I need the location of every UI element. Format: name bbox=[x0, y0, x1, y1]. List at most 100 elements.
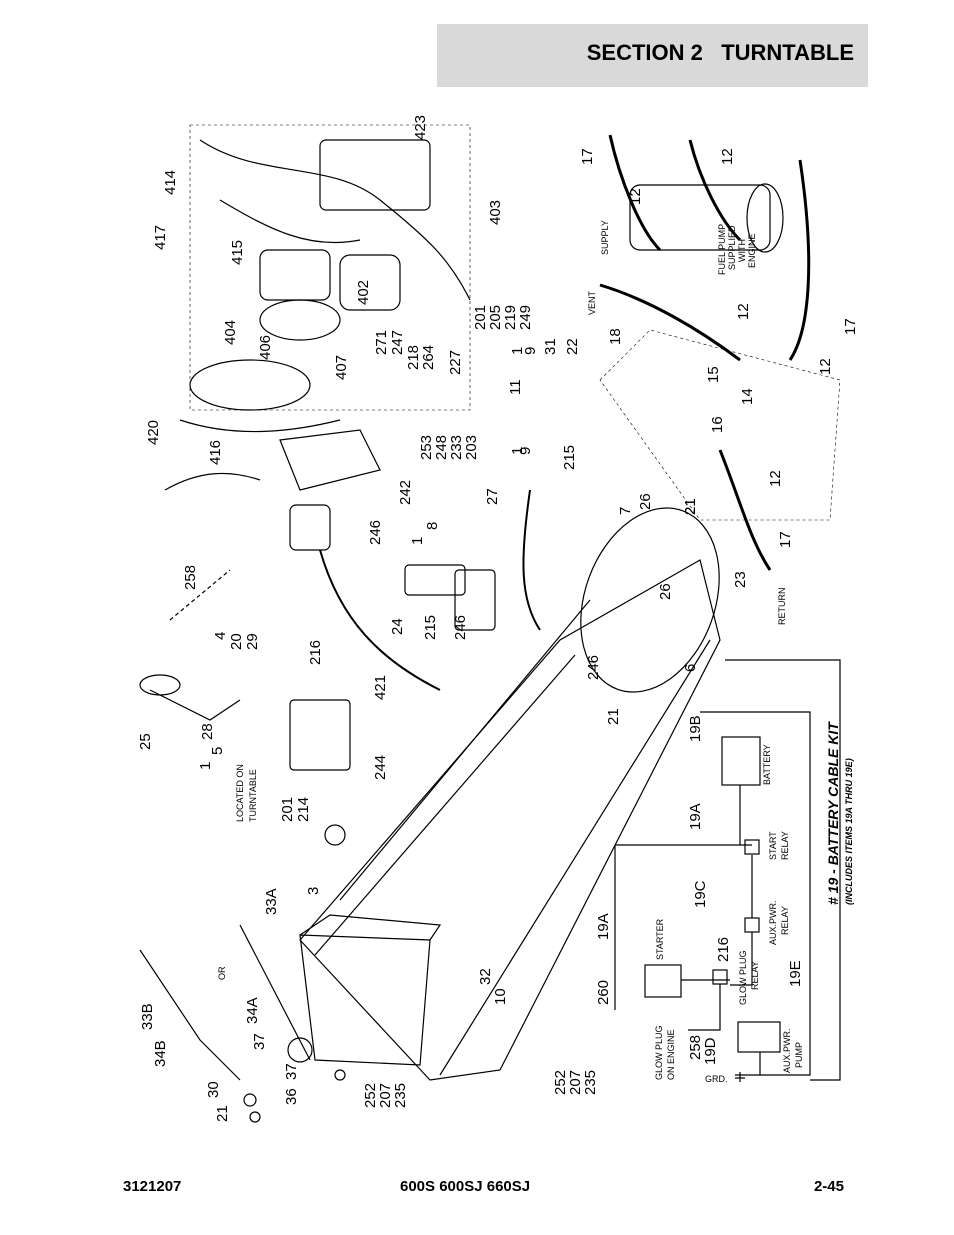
annotation-label: ON ENGINE bbox=[666, 1029, 676, 1080]
callout-label: 19A bbox=[687, 803, 704, 830]
callout-label: 12 bbox=[817, 358, 834, 375]
callout-label: 20 bbox=[228, 633, 245, 650]
callout-label: 11 bbox=[507, 379, 524, 395]
annotation-label: AUX.PWR. bbox=[768, 900, 778, 945]
annotation-label: SUPPLY bbox=[600, 220, 610, 255]
callout-label: 33A bbox=[263, 888, 280, 915]
callout-label: 1 bbox=[509, 347, 526, 355]
callout-label: 219 bbox=[502, 305, 519, 330]
callout-label: 21 bbox=[682, 498, 699, 515]
annotation-label: STARTER bbox=[655, 918, 665, 960]
callout-label: 415 bbox=[229, 240, 246, 265]
callout-label: 253 bbox=[418, 435, 435, 460]
callout-label: 258 bbox=[687, 1035, 704, 1060]
callout-label: 205 bbox=[487, 305, 504, 330]
callout-label: 242 bbox=[397, 480, 414, 505]
callout-label: 235 bbox=[582, 1070, 599, 1095]
kit-title: # 19 - BATTERY CABLE KIT bbox=[825, 721, 841, 905]
kit-subtitle: (INCLUDES ITEMS 19A THRU 19E) bbox=[844, 758, 854, 905]
section-header: SECTION 2 TURNTABLE bbox=[437, 24, 868, 87]
callout-label: 1 bbox=[509, 447, 526, 455]
callout-label: 421 bbox=[372, 675, 389, 700]
callout-label: 12 bbox=[627, 188, 644, 205]
annotation-label: WITH bbox=[737, 239, 747, 262]
annotation-label: RETURN bbox=[777, 588, 787, 626]
callout-label: 404 bbox=[222, 320, 239, 345]
callout-label: 201 bbox=[279, 797, 296, 822]
callout-label: 37 bbox=[283, 1063, 300, 1080]
callout-label: 1 bbox=[197, 762, 214, 770]
callout-label: 19B bbox=[687, 715, 704, 742]
callout-label: 3 bbox=[305, 887, 322, 895]
document-number: 3121207 bbox=[123, 1178, 182, 1195]
annotation-label: SUPPLIED bbox=[727, 225, 737, 270]
annotation-label: ENGINE bbox=[747, 233, 757, 268]
callout-label: 403 bbox=[487, 200, 504, 225]
callout-label: 201 bbox=[472, 305, 489, 330]
callout-label: 33B bbox=[139, 1003, 156, 1030]
callout-label: 9 bbox=[522, 347, 539, 355]
callout-label: 15 bbox=[705, 366, 722, 383]
callout-label: 244 bbox=[372, 755, 389, 780]
callout-label: 416 bbox=[207, 440, 224, 465]
callout-label: 260 bbox=[595, 980, 612, 1005]
callout-label: 26 bbox=[637, 493, 654, 510]
callout-label: 207 bbox=[567, 1070, 584, 1095]
callout-label: 264 bbox=[420, 345, 437, 370]
annotation-label: RELAY bbox=[780, 831, 790, 860]
callout-label: 12 bbox=[767, 470, 784, 487]
callout-label: 21 bbox=[682, 498, 699, 515]
callout-label: 215 bbox=[422, 615, 439, 640]
callout-label: 246 bbox=[367, 520, 384, 545]
callout-label: 29 bbox=[244, 633, 261, 650]
annotation-label: GLOW PLUG bbox=[654, 1025, 664, 1080]
annotation-label: BATTERY bbox=[762, 744, 772, 785]
callout-label: 402 bbox=[355, 280, 372, 305]
callout-label: 420 bbox=[145, 420, 162, 445]
callout-label: 227 bbox=[447, 350, 464, 375]
annotation-label: LOCATED ON bbox=[235, 764, 245, 822]
callout-label: 21 bbox=[214, 1105, 231, 1122]
callout-label: 19C bbox=[692, 880, 709, 908]
callout-label: 247 bbox=[389, 330, 406, 355]
callout-label: 30 bbox=[205, 1081, 222, 1098]
callout-label: 17 bbox=[579, 148, 596, 165]
callout-label: 21 bbox=[605, 708, 622, 725]
callout-label: 8 bbox=[424, 522, 441, 530]
callout-label: 271 bbox=[373, 330, 390, 355]
callout-label: 423 bbox=[412, 115, 429, 140]
callout-label: 1 bbox=[409, 537, 426, 545]
callout-label: 214 bbox=[295, 797, 312, 822]
callout-label: 17 bbox=[777, 531, 794, 548]
callout-label: 216 bbox=[715, 937, 732, 962]
callout-label: 17 bbox=[842, 318, 859, 335]
annotation-label: GLOW PLUG bbox=[738, 950, 748, 1005]
callout-label: 31 bbox=[542, 338, 559, 355]
callout-label: 246 bbox=[585, 655, 602, 680]
callout-label: 5 bbox=[209, 747, 226, 755]
callout-label: 16 bbox=[709, 416, 726, 433]
callout-label: 34A bbox=[244, 997, 261, 1024]
annotation-label: PUMP bbox=[794, 1042, 804, 1068]
callout-label: 4 bbox=[212, 632, 229, 640]
callout-label: 14 bbox=[739, 388, 756, 405]
callout-label: 19A bbox=[595, 913, 612, 940]
callout-label: 12 bbox=[735, 303, 752, 320]
callout-label: 233 bbox=[448, 435, 465, 460]
annotation-label: AUX.PWR. bbox=[782, 1028, 792, 1073]
callout-label: 248 bbox=[433, 435, 450, 460]
callout-label: 19D bbox=[702, 1037, 719, 1065]
callout-label: 6 bbox=[682, 664, 699, 672]
callout-label: 12 bbox=[719, 148, 736, 165]
annotation-label: GRD. bbox=[705, 1074, 728, 1084]
callout-label: 258 bbox=[182, 565, 199, 590]
callout-label: 9 bbox=[517, 447, 534, 455]
callout-label: 218 bbox=[405, 345, 422, 370]
callout-label: 414 bbox=[162, 170, 179, 195]
callout-label: 28 bbox=[199, 723, 216, 740]
callout-label: 34B bbox=[152, 1040, 169, 1067]
annotation-label: START bbox=[768, 831, 778, 860]
callout-label: 406 bbox=[257, 335, 274, 360]
callout-label: 252 bbox=[362, 1083, 379, 1108]
